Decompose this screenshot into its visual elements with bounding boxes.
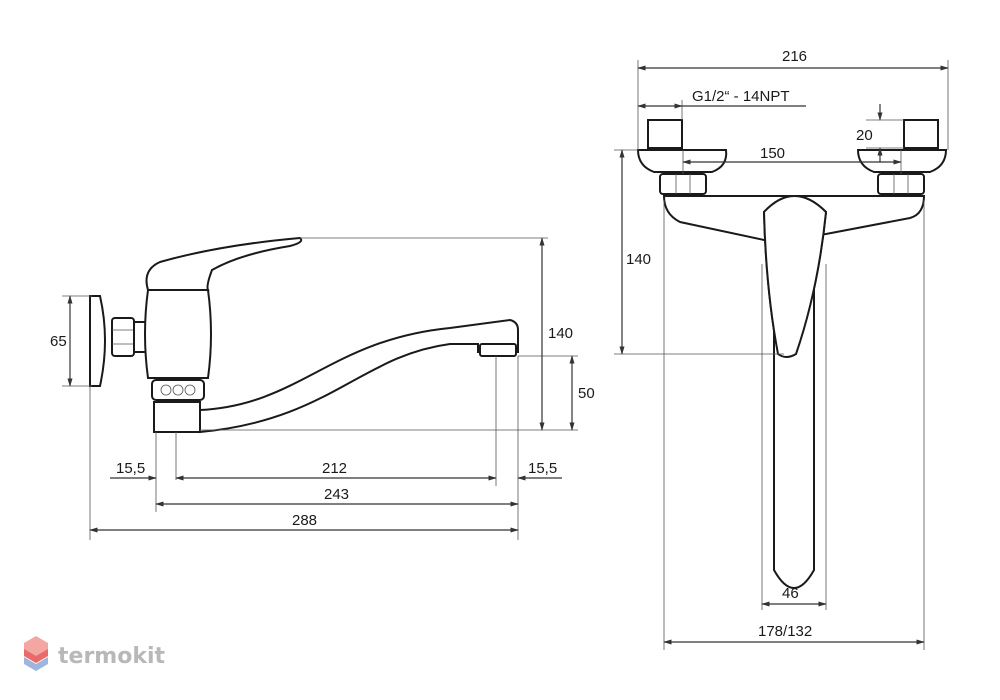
left-nut [659, 173, 707, 195]
side-view: 65 140 50 15,5 212 15,5 243 288 [50, 236, 595, 540]
left-inlet-cap [647, 119, 683, 149]
dim-total-height: 140 [548, 325, 573, 342]
dim-mount-height: 65 [50, 333, 67, 350]
lever-handle [145, 236, 303, 291]
dim-spout-length: 243 [324, 486, 349, 503]
dim-front-height: 140 [626, 251, 651, 268]
left-flange [636, 149, 728, 173]
dim-spout-width: 46 [782, 585, 799, 602]
dim-thread-spec: G1/2“ - 14NPT [692, 88, 790, 105]
front-view: 216 G1/2“ - 14NPT 20 150 140 46 178/132 [614, 48, 949, 650]
mount-nut [111, 317, 135, 357]
mixer-body [144, 289, 212, 379]
right-flange [856, 149, 948, 173]
dim-spout-reach: 212 [322, 460, 347, 477]
body-ring [151, 379, 205, 401]
aerator [479, 343, 517, 357]
brand-name: termokit [58, 644, 165, 669]
dim-bottom-width: 178/132 [758, 623, 812, 640]
dim-spout-height: 50 [578, 385, 595, 402]
dim-total-length: 288 [292, 512, 317, 529]
dim-left-offset: 15,5 [116, 460, 145, 477]
lever-front-overlay [762, 195, 828, 358]
right-inlet-cap [903, 119, 939, 149]
spout-base [153, 401, 201, 433]
right-nut [877, 173, 925, 195]
dim-front-total-width: 216 [782, 48, 807, 65]
spout [199, 318, 519, 434]
dim-connector-height: 20 [856, 127, 873, 144]
wall-plate [89, 295, 106, 387]
dim-right-offset: 15,5 [528, 460, 557, 477]
brand-logo: termokit [24, 636, 165, 671]
dim-center-distance: 150 [760, 145, 785, 162]
